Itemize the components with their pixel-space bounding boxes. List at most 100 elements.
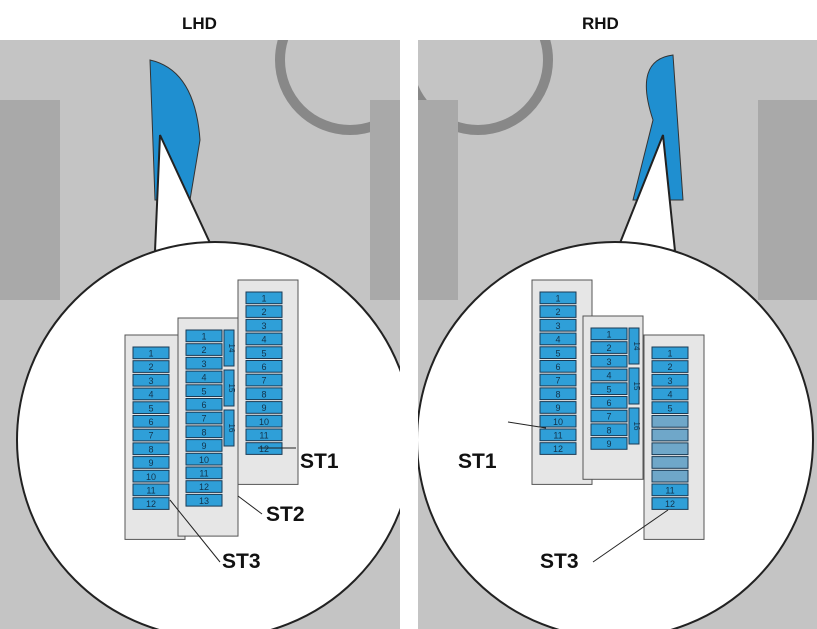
fuse-number: 1 xyxy=(148,349,153,359)
fuse xyxy=(590,368,628,382)
fuse xyxy=(185,370,223,384)
fuse xyxy=(590,423,628,437)
fuse xyxy=(185,452,223,466)
fuse-number: 3 xyxy=(201,359,206,369)
fuse-number: 6 xyxy=(148,417,153,427)
fuse xyxy=(185,329,223,343)
fuse xyxy=(651,401,689,414)
fuse xyxy=(132,373,170,387)
fuse xyxy=(132,360,170,373)
fuse xyxy=(651,373,689,387)
fuse-number: 8 xyxy=(201,427,206,437)
fuse-number: 2 xyxy=(667,362,672,372)
fuse-number: 7 xyxy=(261,376,266,386)
fuse-number: 16 xyxy=(632,422,641,431)
fuse xyxy=(628,367,640,405)
fuse xyxy=(132,346,170,360)
rhd-title: RHD xyxy=(582,14,619,33)
fuse-number: 6 xyxy=(201,400,206,410)
fuse-number: 9 xyxy=(606,439,611,449)
fuse xyxy=(539,305,577,318)
fuse-number: 11 xyxy=(146,486,155,496)
label-st2: ST2 xyxy=(266,503,305,526)
fuse-number: 1 xyxy=(606,330,611,340)
fuse-number: 5 xyxy=(667,403,672,413)
fuse xyxy=(539,428,577,442)
fuse xyxy=(651,360,689,373)
fuse xyxy=(628,327,640,365)
fuse-number: 10 xyxy=(146,472,156,482)
fuse-number: 9 xyxy=(148,458,153,468)
fuse xyxy=(651,456,689,469)
fuse-number: 5 xyxy=(148,403,153,413)
fuse-number: 1 xyxy=(555,294,560,304)
fuse xyxy=(223,409,235,447)
fuse xyxy=(245,291,283,305)
fuse xyxy=(651,387,689,401)
fuse-number: 10 xyxy=(553,417,563,427)
fuse xyxy=(245,318,283,332)
fuse-number: 16 xyxy=(227,424,236,433)
label-st3: ST3 xyxy=(222,550,261,573)
door-panel xyxy=(418,100,458,300)
fuse-number: 6 xyxy=(606,398,611,408)
fuse xyxy=(590,354,628,368)
fuse xyxy=(245,387,283,401)
fuse xyxy=(539,318,577,332)
fuse-number: 2 xyxy=(201,345,206,355)
fuse-number: 4 xyxy=(606,371,611,381)
fuse-number: 8 xyxy=(606,425,611,435)
fuse-number: 12 xyxy=(146,499,156,509)
fuse xyxy=(185,384,223,397)
fuse xyxy=(651,428,689,442)
fuse-number: 9 xyxy=(555,403,560,413)
steering-wheel xyxy=(275,40,400,135)
fuse-number: 2 xyxy=(606,343,611,353)
fuse xyxy=(590,382,628,395)
lhd-diagram: 1234567891011121234567891011121314151612… xyxy=(0,40,400,629)
fuse-number: 7 xyxy=(148,431,153,441)
fuse xyxy=(185,356,223,370)
fuse xyxy=(185,411,223,425)
fuse-number: 3 xyxy=(555,321,560,331)
fuse-box-location-highlight xyxy=(632,54,684,201)
fuse-number: 10 xyxy=(259,417,269,427)
fuse xyxy=(590,396,628,409)
fuse xyxy=(245,360,283,373)
fuse xyxy=(132,387,170,401)
fuse xyxy=(245,332,283,346)
fuse-number: 4 xyxy=(261,335,266,345)
fuse xyxy=(132,415,170,428)
fuse xyxy=(185,493,223,507)
fuse-number: 9 xyxy=(261,403,266,413)
steering-wheel xyxy=(418,40,553,135)
fuse xyxy=(651,497,689,510)
fuse xyxy=(132,442,170,456)
fuse-number: 6 xyxy=(555,362,560,372)
fuse xyxy=(539,442,577,455)
fuse-number: 14 xyxy=(632,342,641,351)
fuse-number: 10 xyxy=(199,455,209,465)
fuse-number: 3 xyxy=(667,376,672,386)
fuse xyxy=(651,483,689,497)
fuse-number: 15 xyxy=(632,382,641,391)
fuse-number: 1 xyxy=(201,332,206,342)
leader-line xyxy=(592,509,669,563)
fuse xyxy=(245,305,283,318)
fuse-number: 11 xyxy=(259,431,268,441)
fuse xyxy=(628,407,640,445)
label-st3: ST3 xyxy=(540,550,579,573)
fuse-number: 2 xyxy=(261,307,266,317)
fuse xyxy=(185,466,223,480)
fuse-number: 5 xyxy=(606,384,611,394)
fuse-number: 7 xyxy=(606,412,611,422)
fuse-number: 1 xyxy=(261,294,266,304)
fuse-number: 11 xyxy=(553,431,562,441)
door-panel xyxy=(370,100,400,300)
door-panel xyxy=(758,100,817,300)
fuse xyxy=(132,401,170,414)
fuse xyxy=(245,414,283,428)
fuse xyxy=(539,346,577,359)
fuse xyxy=(539,291,577,305)
fuse-number: 4 xyxy=(667,390,672,400)
